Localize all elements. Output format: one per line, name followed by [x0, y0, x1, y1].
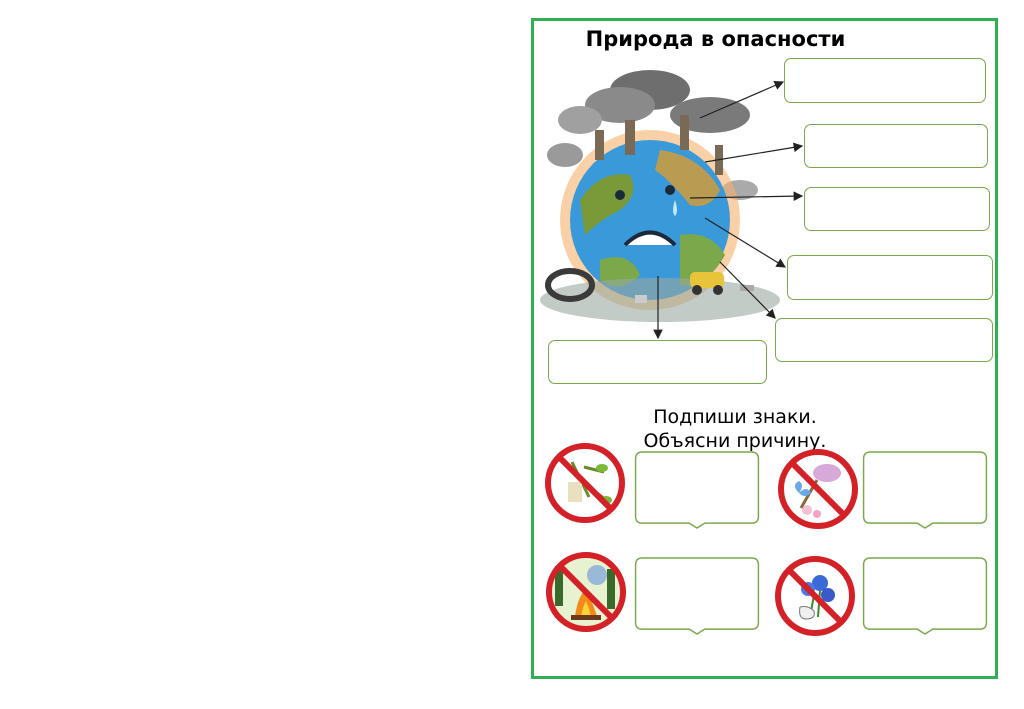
answer-bubble-4[interactable]: [861, 557, 989, 635]
no-breaking-branches-icon: [545, 443, 625, 523]
answer-box-4[interactable]: [787, 255, 993, 300]
answer-box-5[interactable]: [775, 318, 993, 362]
answer-box-1[interactable]: [784, 58, 986, 103]
no-catching-butterflies-icon: [778, 449, 858, 529]
answer-box-3[interactable]: [804, 187, 990, 231]
instruction-line-1: Подпиши знаки.: [653, 406, 817, 428]
instruction-text: Подпиши знаки. Объясни причину.: [600, 405, 870, 453]
no-campfire-icon: [546, 552, 626, 632]
worksheet-title: Природа в опасности: [585, 27, 846, 51]
answer-box-2[interactable]: [804, 124, 988, 168]
instruction-line-2: Объясни причину.: [643, 430, 827, 452]
answer-box-6[interactable]: [548, 340, 767, 384]
answer-bubble-1[interactable]: [633, 451, 761, 529]
polluted-earth-illustration: [540, 70, 780, 322]
answer-bubble-2[interactable]: [861, 451, 989, 529]
no-picking-flowers-icon: [775, 556, 855, 636]
answer-bubble-3[interactable]: [633, 557, 761, 635]
